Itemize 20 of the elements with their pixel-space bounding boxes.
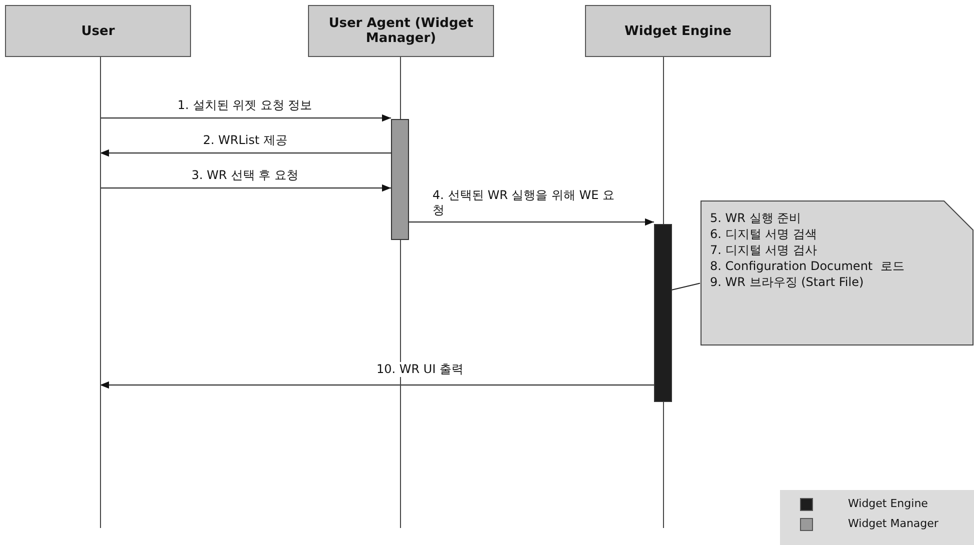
message-arrow — [100, 149, 392, 157]
participant-label: User Agent (Widget Manager) — [328, 16, 474, 46]
note-text: 6. 디지털 서명 검색 — [710, 226, 818, 242]
message-label: 1. 설치된 위젯 요청 정보 — [176, 98, 314, 113]
participant-label: Widget Engine — [624, 24, 732, 38]
note-text: 7. 디지털 서명 검사 — [710, 242, 818, 258]
message-arrow — [100, 114, 392, 122]
note-text: 9. WR 브라우징 (Start File) — [710, 274, 865, 290]
message-label: 2. WRList 제공 — [201, 133, 290, 148]
leader-line — [672, 282, 700, 290]
legend-text: Widget Engine — [848, 497, 928, 510]
activation-bar — [391, 119, 409, 240]
message-arrow — [100, 184, 392, 192]
note-text: 5. WR 실행 준비 — [710, 210, 802, 226]
message-arrow — [100, 381, 654, 389]
message-arrow — [408, 218, 654, 226]
legend-text: Widget Manager — [848, 517, 938, 530]
participant-label: User — [81, 24, 115, 38]
note-text: 8. Configuration Document 로드 — [710, 258, 904, 274]
activation-bar — [654, 224, 672, 402]
